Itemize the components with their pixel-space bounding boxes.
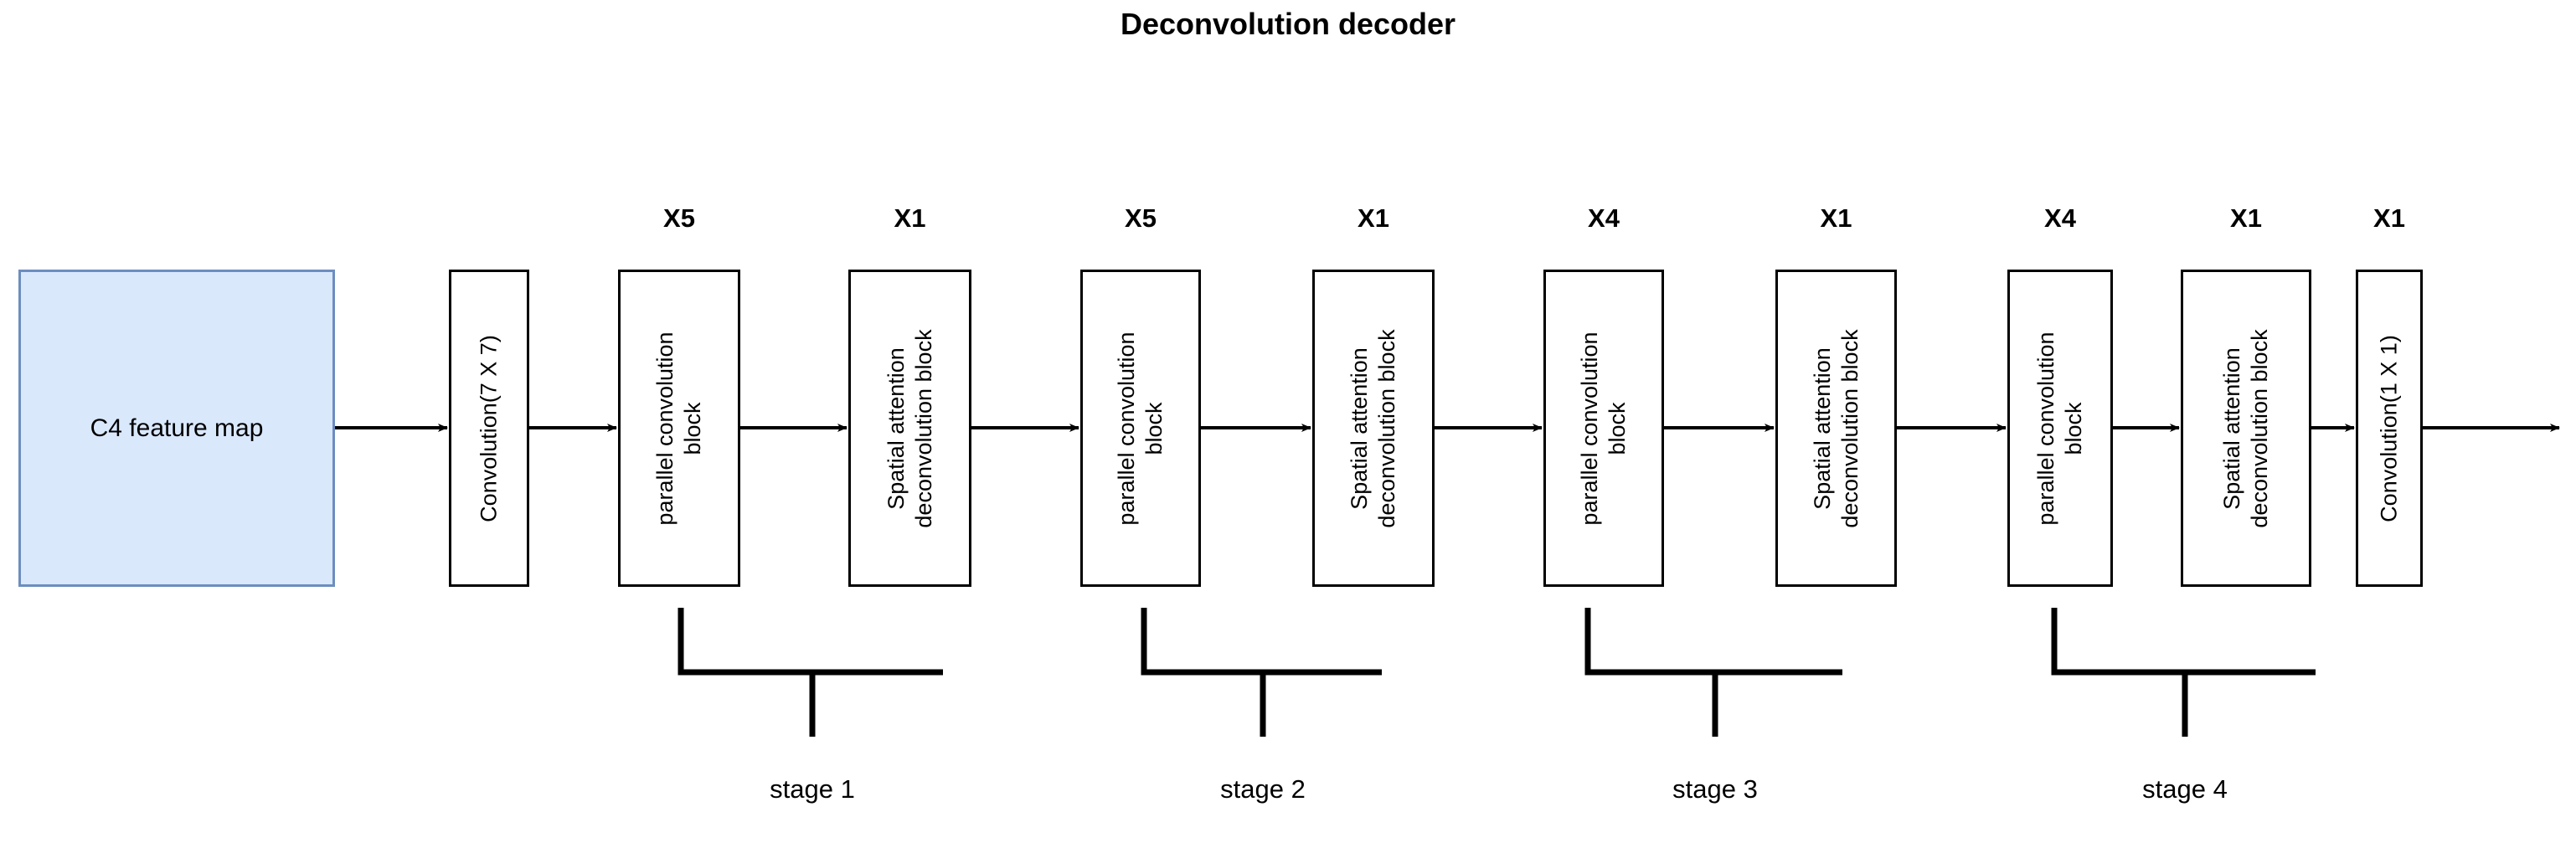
block-convolution-1x1[interactable]: Convolution(1 X 1) bbox=[2356, 270, 2423, 587]
multiplier-label-sadb2: X1 bbox=[1358, 203, 1389, 233]
multiplier-label-sadb3: X1 bbox=[1820, 203, 1852, 233]
stage-brackets bbox=[677, 608, 2316, 737]
stage-label-3: stage 3 bbox=[1672, 774, 1758, 804]
label-line-1: parallel convolution bbox=[652, 331, 678, 526]
block-convolution-7x7[interactable]: Convolution(7 X 7) bbox=[449, 270, 529, 587]
label-line-1: parallel convolution bbox=[1577, 331, 1603, 526]
block-label-c4-feature-map: C4 feature map bbox=[90, 414, 264, 442]
block-spatial-attention-deconvolution-3[interactable]: Spatial attention deconvolution block bbox=[1775, 270, 1897, 587]
block-spatial-attention-deconvolution-1[interactable]: Spatial attention deconvolution block bbox=[848, 270, 971, 587]
multiplier-label-pcb2: X5 bbox=[1125, 203, 1157, 233]
multiplier-label-sadb4: X1 bbox=[2230, 203, 2262, 233]
block-label-spatial-attention-deconvolution-4: Spatial attention deconvolution block bbox=[2218, 329, 2274, 527]
block-label-convolution-7x7: Convolution(7 X 7) bbox=[476, 334, 502, 522]
label-line-2: block bbox=[2061, 401, 2086, 455]
block-spatial-attention-deconvolution-2[interactable]: Spatial attention deconvolution block bbox=[1312, 270, 1435, 587]
block-spatial-attention-deconvolution-4[interactable]: Spatial attention deconvolution block bbox=[2181, 270, 2311, 587]
multiplier-label-conv1: X1 bbox=[2373, 203, 2405, 233]
label-line-2: deconvolution block bbox=[1374, 328, 1399, 528]
block-parallel-convolution-3[interactable]: parallel convolution block bbox=[1543, 270, 1664, 587]
label-line-2: block bbox=[1605, 401, 1630, 455]
block-label-spatial-attention-deconvolution-1: Spatial attention deconvolution block bbox=[883, 329, 938, 527]
label-line-2: block bbox=[1141, 401, 1167, 455]
multiplier-label-sadb1: X1 bbox=[894, 203, 926, 233]
multiplier-label-pcb1: X5 bbox=[663, 203, 695, 233]
label-line-1: Spatial attention bbox=[1809, 347, 1835, 510]
label-line-1: Spatial attention bbox=[883, 347, 909, 510]
page-title: Deconvolution decoder bbox=[1120, 7, 1456, 41]
block-label-parallel-convolution-4: parallel convolution block bbox=[2032, 332, 2088, 525]
stage-bracket-3 bbox=[1584, 608, 1842, 737]
multiplier-label-pcb3: X4 bbox=[1588, 203, 1620, 233]
block-label-parallel-convolution-1: parallel convolution block bbox=[652, 332, 707, 525]
label-line-1: parallel convolution bbox=[2033, 331, 2059, 526]
stage-bracket-1 bbox=[677, 608, 943, 737]
block-c4-feature-map[interactable]: C4 feature map bbox=[18, 270, 335, 587]
block-label-parallel-convolution-3: parallel convolution block bbox=[1576, 332, 1631, 525]
stage-bracket-4 bbox=[2051, 608, 2316, 737]
block-parallel-convolution-2[interactable]: parallel convolution block bbox=[1080, 270, 1201, 587]
label-line-2: deconvolution block bbox=[2247, 328, 2272, 528]
block-label-spatial-attention-deconvolution-3: Spatial attention deconvolution block bbox=[1809, 329, 1864, 527]
block-label-convolution-1x1: Convolution(1 X 1) bbox=[2376, 334, 2402, 522]
label-line-1: Spatial attention bbox=[2219, 347, 2245, 510]
label-line-1: Spatial attention bbox=[1347, 347, 1373, 510]
block-parallel-convolution-4[interactable]: parallel convolution block bbox=[2007, 270, 2113, 587]
label-line-1: parallel convolution bbox=[1114, 331, 1140, 526]
multiplier-label-pcb4: X4 bbox=[2044, 203, 2076, 233]
label-line-2: deconvolution block bbox=[910, 328, 936, 528]
stage-bracket-2 bbox=[1141, 608, 1382, 737]
block-label-parallel-convolution-2: parallel convolution block bbox=[1113, 332, 1168, 525]
label-line-2: deconvolution block bbox=[1837, 328, 1862, 528]
label-line-2: block bbox=[680, 401, 705, 455]
stage-label-2: stage 2 bbox=[1220, 774, 1306, 804]
stage-label-1: stage 1 bbox=[770, 774, 855, 804]
stage-label-4: stage 4 bbox=[2142, 774, 2228, 804]
block-parallel-convolution-1[interactable]: parallel convolution block bbox=[618, 270, 740, 587]
block-label-spatial-attention-deconvolution-2: Spatial attention deconvolution block bbox=[1346, 329, 1401, 527]
